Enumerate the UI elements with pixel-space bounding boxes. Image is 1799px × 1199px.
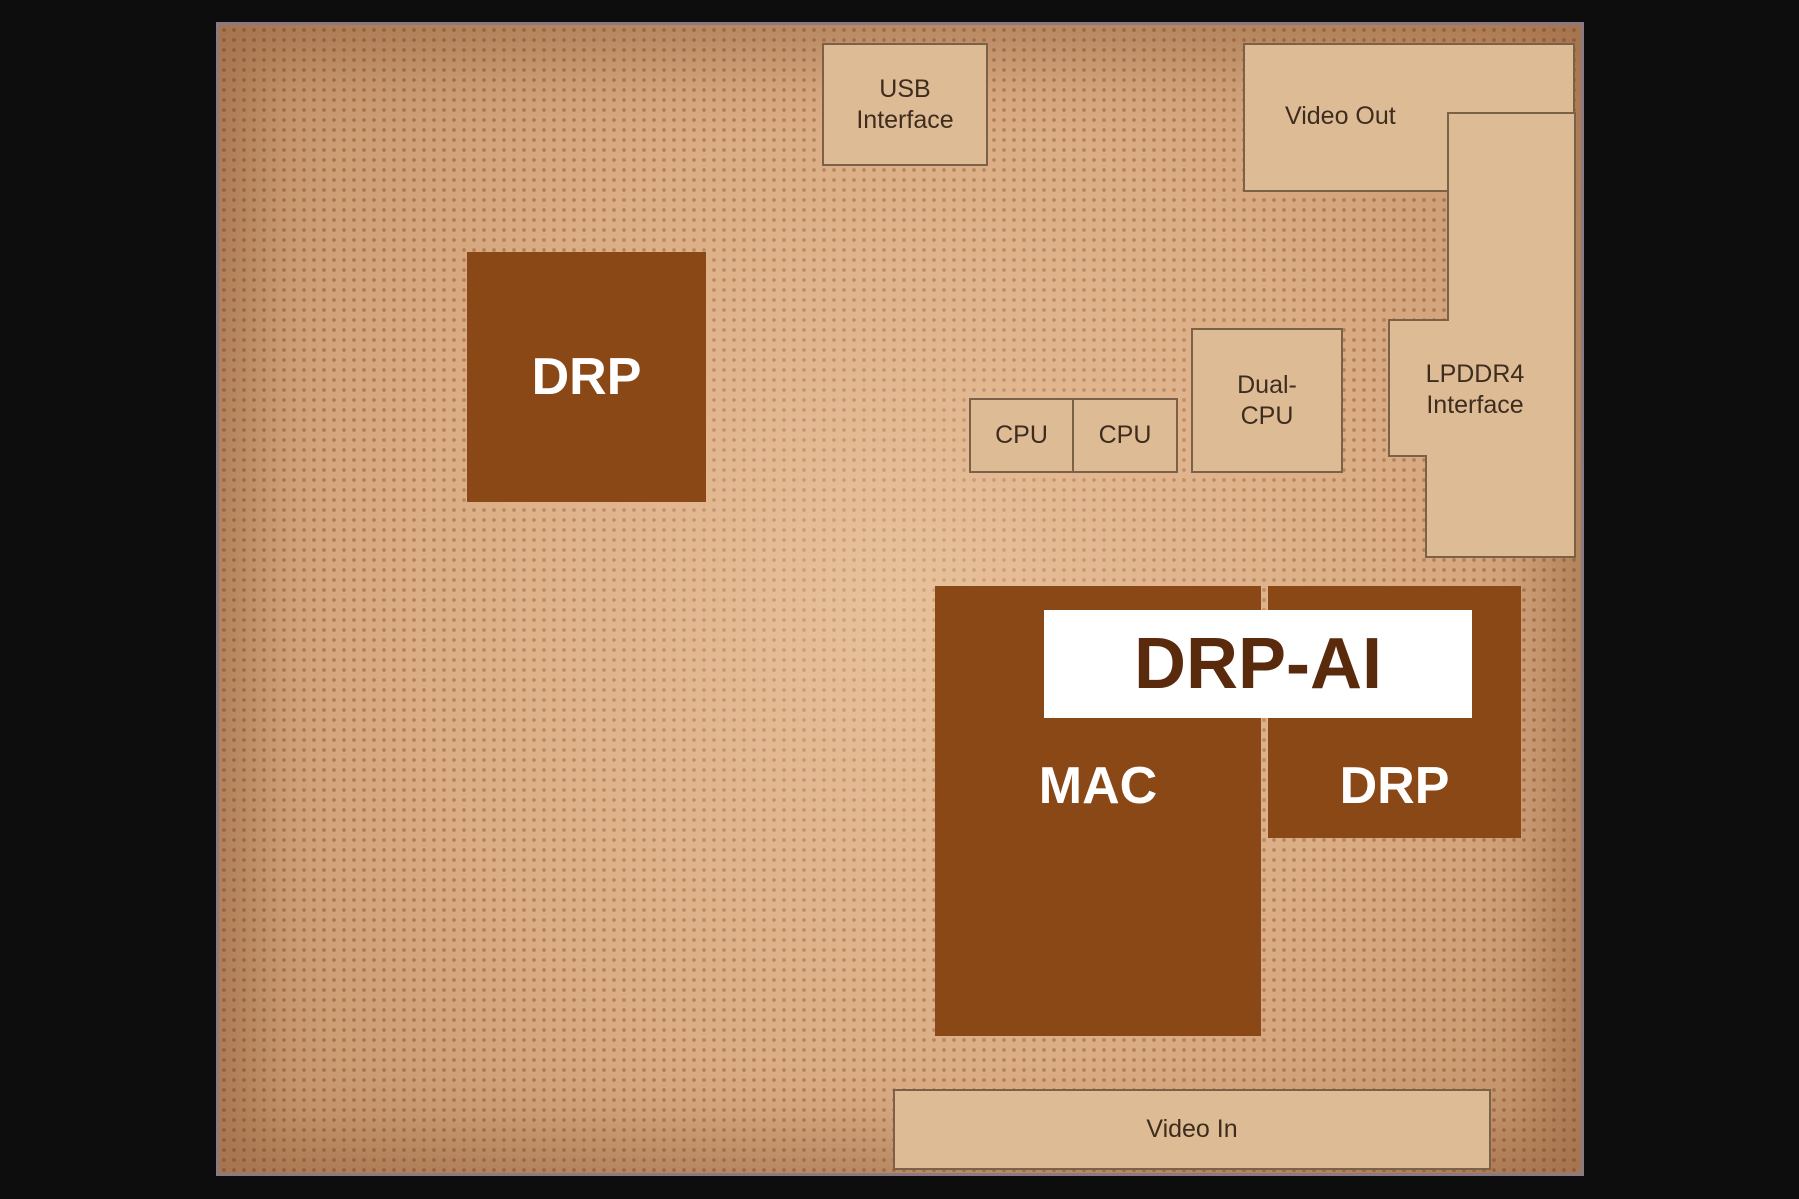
drp-left-label: DRP	[531, 348, 642, 406]
cpu-block-1: CPU	[969, 398, 1074, 473]
drp-right-label: DRP	[1339, 757, 1450, 815]
video-in-block: Video In	[893, 1089, 1491, 1170]
video-in-label: Video In	[1146, 1115, 1238, 1143]
cpu-block-2: CPU	[1072, 398, 1178, 473]
video-out-label: Video Out	[1285, 102, 1396, 130]
dual-cpu-label: Dual- CPU	[1237, 370, 1297, 430]
usb-interface-block: USB Interface	[822, 43, 988, 166]
cpu-1-label: CPU	[995, 421, 1048, 449]
mac-label: MAC	[1038, 757, 1158, 815]
dual-cpu-block: Dual- CPU	[1191, 328, 1343, 473]
lpddr4-interface-label: LPDDR4 Interface	[1425, 360, 1525, 419]
drp-ai-banner: DRP-AI	[1044, 610, 1472, 718]
usb-interface-label: USB Interface	[856, 74, 954, 134]
drp-ai-label: DRP-AI	[1134, 624, 1382, 704]
cpu-2-label: CPU	[1098, 421, 1152, 449]
drp-block-left: DRP	[467, 252, 706, 502]
lpddr4-interface-text: LPDDR4 Interface	[1390, 350, 1560, 430]
